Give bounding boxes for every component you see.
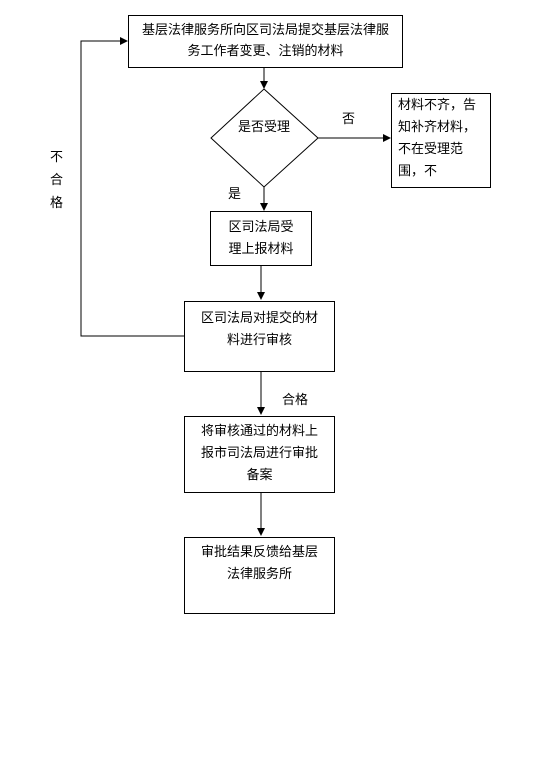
start-box: 基层法律服务所向区司法局提交基层法律服务工作者变更、注销的材料 [128, 15, 403, 68]
label-yes: 是 [228, 187, 242, 202]
review-text: 区司法局对提交的材料进行审核 [200, 311, 318, 348]
label-fail: 不合格 [49, 150, 63, 211]
submit-text: 将审核通过的材料上报市司法局进行审批备案 [200, 424, 318, 483]
accept-text: 区司法局受理上报材料 [228, 220, 294, 257]
decision-text: 是否受理 [237, 120, 290, 135]
reject-box: 材料不齐，告知补齐材料，不在受理范围，不 [391, 93, 491, 188]
start-text: 基层法律服务所向区司法局提交基层法律服务工作者变更、注销的材料 [141, 23, 389, 59]
label-no: 否 [342, 112, 356, 127]
accept-box: 区司法局受理上报材料 [210, 211, 312, 266]
feedback-box: 审批结果反馈给基层法律服务所 [184, 537, 335, 614]
label-pass: 合格 [282, 393, 309, 408]
review-box: 区司法局对提交的材料进行审核 [184, 301, 335, 372]
submit-box: 将审核通过的材料上报市司法局进行审批备案 [184, 416, 335, 493]
arrow-fail-loop [80, 37, 184, 337]
feedback-text: 审批结果反馈给基层法律服务所 [200, 545, 318, 582]
reject-text: 材料不齐，告知补齐材料，不在受理范围，不 [398, 98, 477, 179]
decision-diamond [210, 88, 319, 188]
